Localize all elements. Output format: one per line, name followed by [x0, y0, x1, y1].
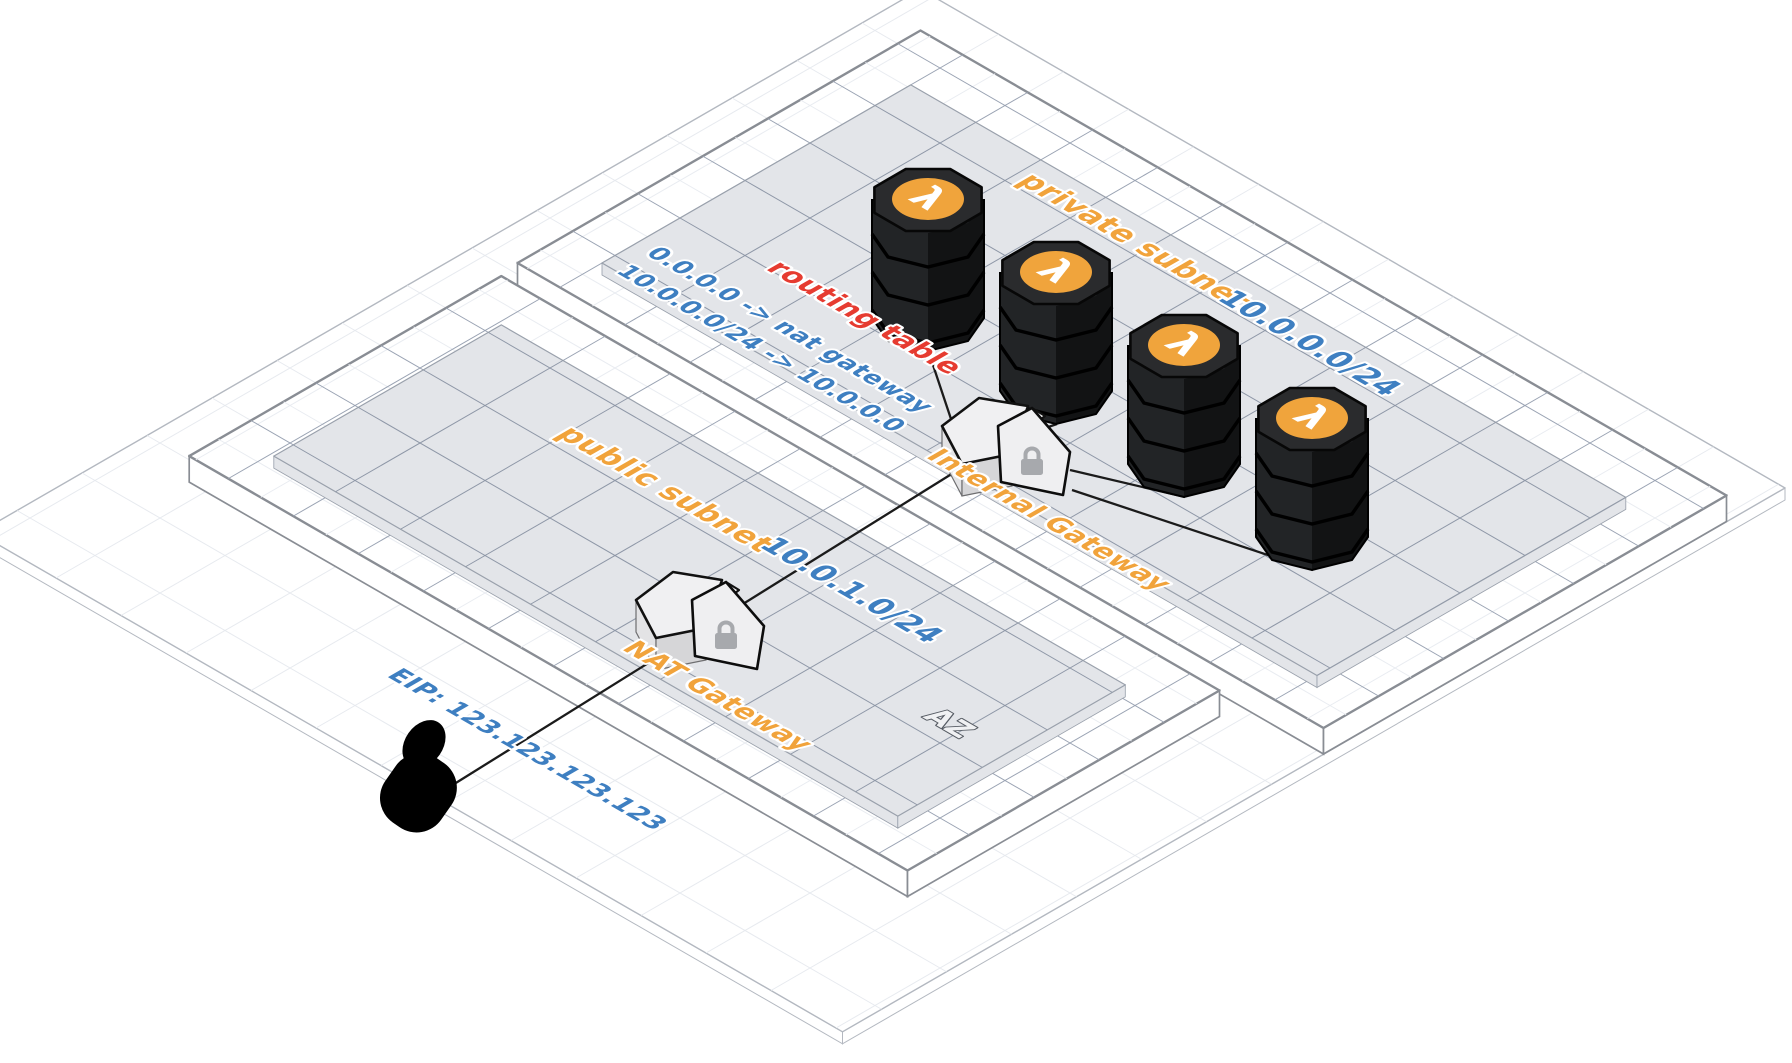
- public-subnet-surface: [273, 324, 1126, 829]
- lock-icon: [1021, 446, 1043, 475]
- lambda-stack: λ: [1254, 386, 1370, 572]
- nat-gateway-icon: [634, 570, 766, 671]
- user-icon: [379, 720, 457, 833]
- lambda-badge: [1148, 324, 1220, 366]
- lambda-stack: λ: [1126, 313, 1242, 499]
- internal-gateway-icon: [940, 396, 1072, 497]
- lock-icon: [715, 620, 737, 649]
- lambda-stack: λ: [870, 167, 986, 353]
- lambda-badge: [1020, 251, 1092, 293]
- lambda-stack: λ: [998, 240, 1114, 426]
- lambda-badge: [892, 178, 964, 220]
- lambda-badge: [1276, 397, 1348, 439]
